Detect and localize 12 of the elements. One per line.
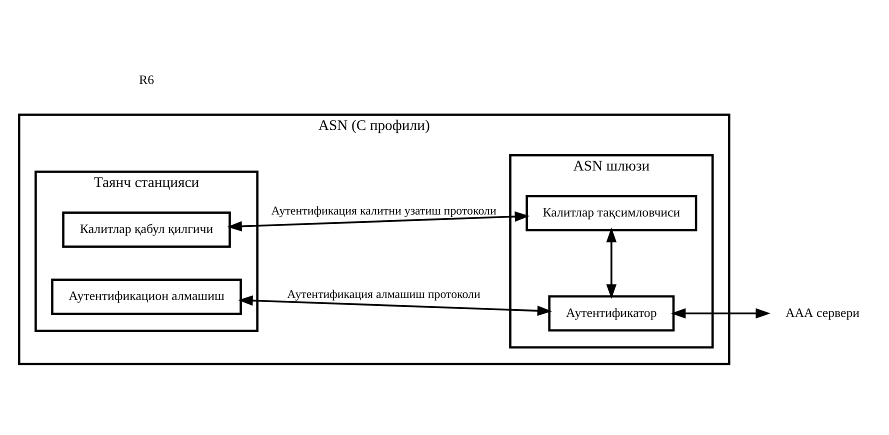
node-box: Аутентификацион алмашиш	[51, 278, 242, 315]
node-text: ААА сервери	[785, 306, 860, 320]
arrow	[670, 308, 770, 319]
arrow	[238, 295, 552, 316]
edge-label: Аутентификация калитни узатиш протоколи	[271, 203, 496, 218]
arrow	[606, 228, 617, 299]
arrow	[227, 211, 530, 232]
edge-label: Аутентификация алмашиш протоколи	[287, 287, 480, 302]
node-box: Аутентификатор	[548, 295, 675, 332]
node-box: Калитлар қабул қилгичи	[62, 212, 231, 248]
label: R6	[139, 73, 154, 88]
node-box: Калитлар тақсимловчиси	[526, 194, 698, 232]
